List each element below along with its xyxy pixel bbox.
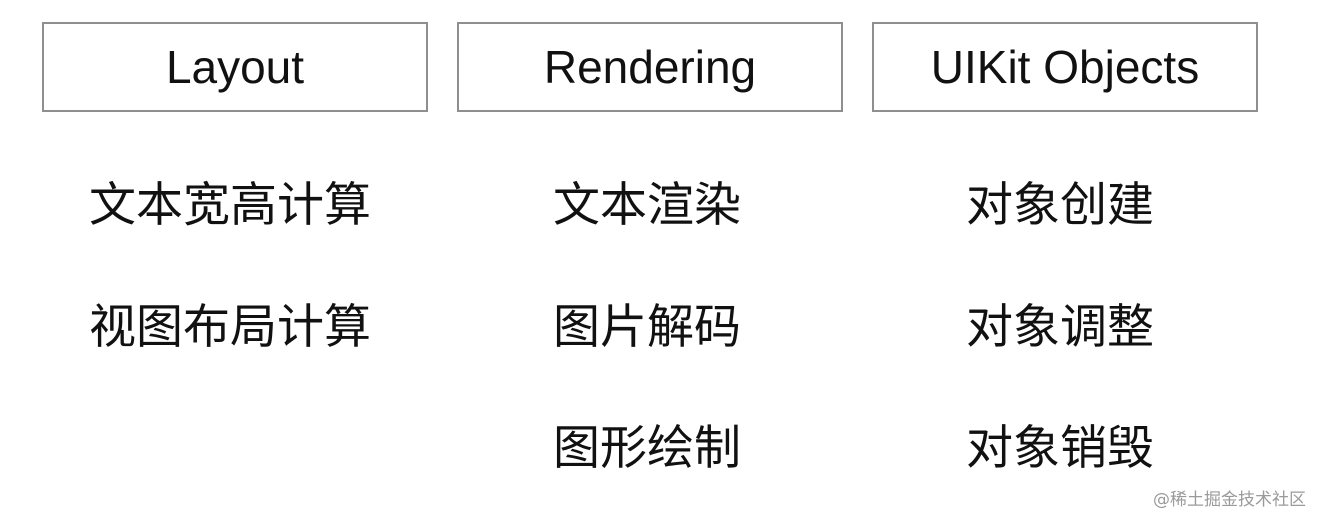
rendering-header-label: Rendering bbox=[543, 41, 757, 93]
uikit-item-object-adjust: 对象调整 bbox=[966, 300, 1154, 355]
uikit-objects-header-label: UIKit Objects bbox=[930, 41, 1200, 93]
uikit-item-object-create: 对象创建 bbox=[966, 178, 1154, 233]
watermark-text: @稀土掘金技术社区 bbox=[1153, 490, 1306, 510]
rendering-item-text-render: 文本渲染 bbox=[553, 178, 741, 233]
layout-header-label: Layout bbox=[165, 41, 305, 93]
rendering-item-image-decode: 图片解码 bbox=[553, 300, 741, 355]
layout-item-view-layout-calc: 视图布局计算 bbox=[89, 300, 371, 355]
uikit-item-object-destroy: 对象销毁 bbox=[966, 421, 1154, 476]
layout-header-box: Layout bbox=[42, 22, 428, 112]
uikit-objects-header-box: UIKit Objects bbox=[872, 22, 1258, 112]
rendering-item-graphics-draw: 图形绘制 bbox=[553, 421, 741, 476]
rendering-header-box: Rendering bbox=[457, 22, 843, 112]
layout-item-text-size-calc: 文本宽高计算 bbox=[89, 178, 371, 233]
